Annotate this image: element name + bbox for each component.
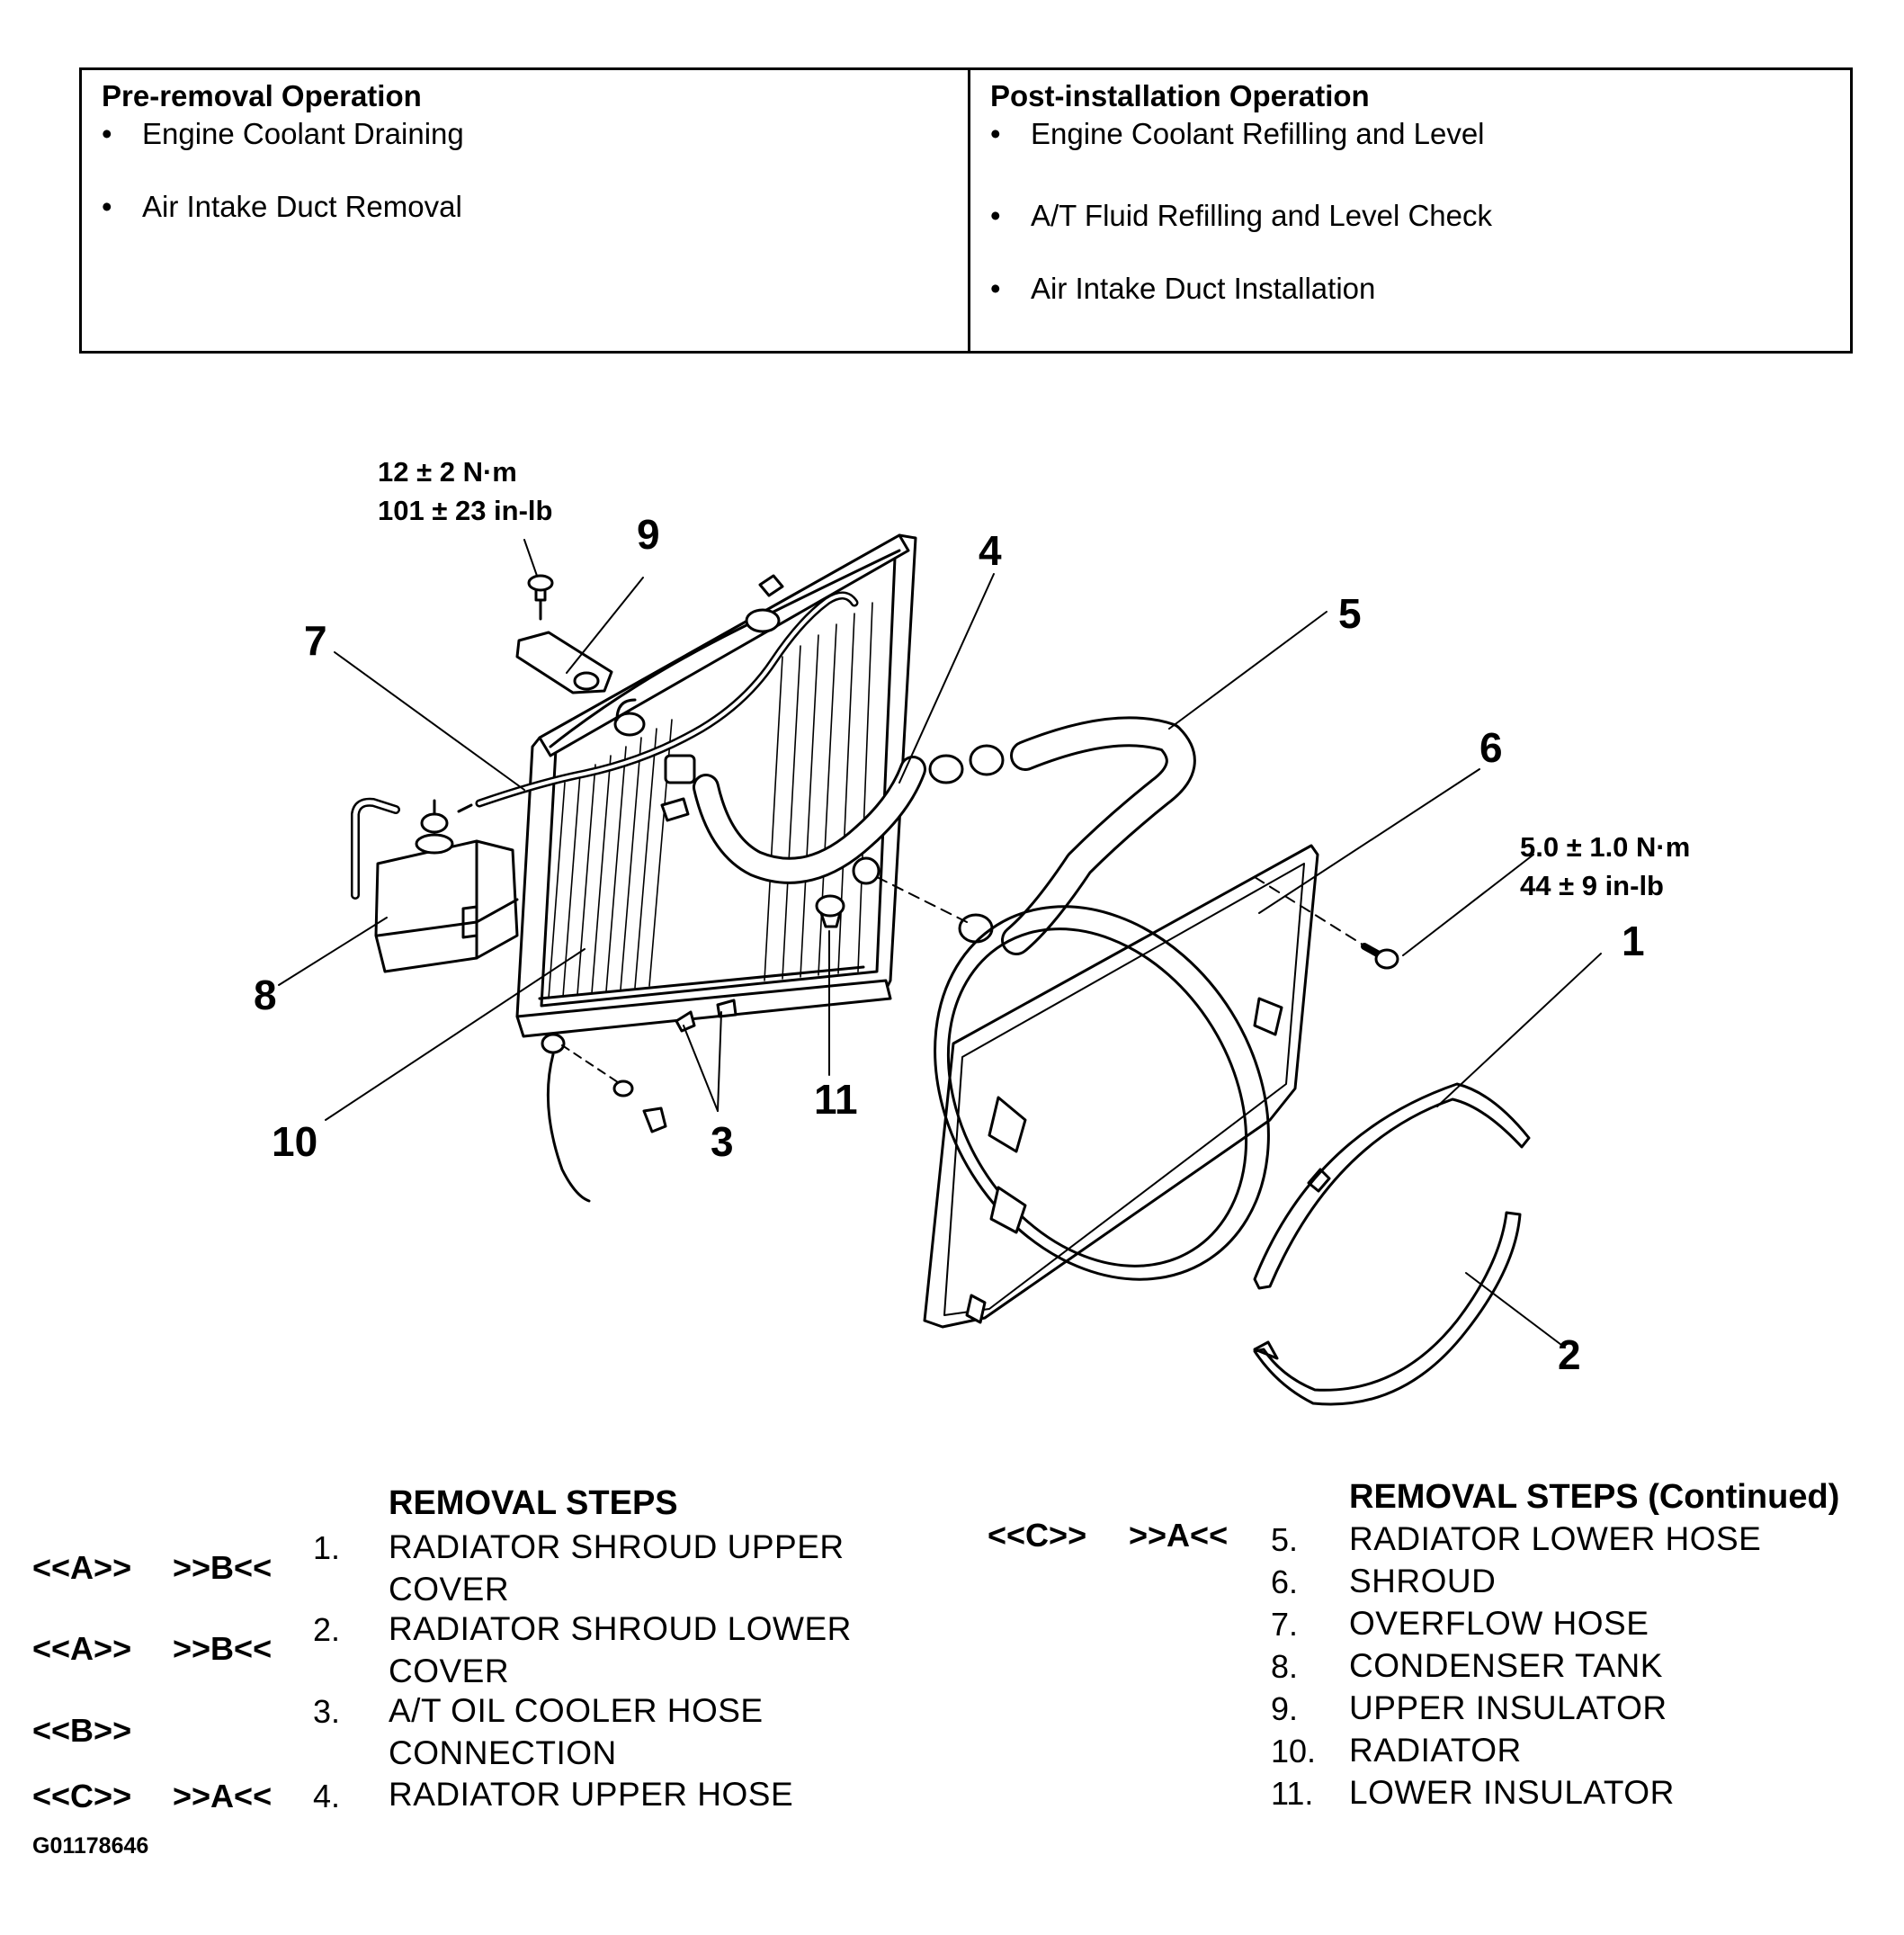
bullet-icon: • [990, 117, 1001, 150]
step-number: 3. [313, 1693, 341, 1730]
step-number: 6. [1271, 1563, 1299, 1600]
figure-id: G01178646 [32, 1833, 149, 1859]
bullet-icon: • [990, 199, 1001, 232]
callout-10: 10 [272, 1118, 317, 1165]
service-code: <<B>> [32, 1712, 132, 1749]
step-number: 10. [1271, 1733, 1317, 1769]
radiator-upper-hose-drawing [664, 754, 964, 884]
condenser-tank-drawing [351, 797, 519, 973]
torque-shroud-metric: 5.0 ± 1.0 N·m [1520, 831, 1690, 863]
step-number: 4. [313, 1778, 341, 1814]
at-cooler-hose-drawing [660, 797, 690, 822]
callout-8: 8 [254, 972, 277, 1018]
step-number: 2. [313, 1611, 341, 1648]
operations-table: Pre-removal Operation •Engine Coolant Dr… [79, 67, 1853, 354]
torque-upper-metric: 12 ± 2 N·m [378, 456, 517, 488]
install-code: >>B<< [173, 1549, 273, 1586]
radiator-lower-hose-drawing [876, 716, 1196, 955]
step-label: RADIATOR LOWER HOSE [1349, 1520, 1762, 1557]
callout-2: 2 [1558, 1331, 1581, 1378]
step-number: 7. [1271, 1606, 1299, 1643]
step-label: UPPER INSULATOR [1349, 1689, 1667, 1726]
bullet-icon: • [102, 117, 112, 150]
step-label: SHROUD [1349, 1563, 1497, 1599]
step-number: 1. [313, 1529, 341, 1566]
service-code: <<A>> [32, 1549, 132, 1586]
shroud-drawing [923, 844, 1399, 1329]
pre-removal-column: Pre-removal Operation •Engine Coolant Dr… [82, 70, 970, 351]
step-label: LOWER INSULATOR [1349, 1774, 1675, 1811]
service-code: <<C>> [988, 1517, 1087, 1554]
bullet-icon: • [990, 272, 1001, 305]
step-label: CONDENSER TANK [1349, 1647, 1663, 1684]
step-label: RADIATOR [1349, 1732, 1522, 1769]
callout-9: 9 [637, 511, 660, 558]
step-number: 8. [1271, 1648, 1299, 1685]
pre-removal-item: •Air Intake Duct Removal [102, 190, 462, 223]
post-installation-item: •Air Intake Duct Installation [990, 272, 1376, 305]
step-number: 9. [1271, 1690, 1299, 1727]
install-code: >>A<< [1129, 1517, 1229, 1554]
service-code: <<A>> [32, 1630, 132, 1667]
install-code: >>A<< [173, 1778, 273, 1814]
lower-insulator-drawing [815, 894, 845, 928]
post-installation-heading: Post-installation Operation [990, 79, 1370, 112]
shroud-lower-cover-drawing [1253, 1211, 1522, 1406]
post-installation-item: •A/T Fluid Refilling and Level Check [990, 199, 1492, 232]
upper-insulator-drawing [515, 574, 613, 694]
pre-removal-item: •Engine Coolant Draining [102, 117, 464, 150]
callout-4: 4 [979, 527, 1002, 574]
removal-steps-continued-title: REMOVAL STEPS (Continued) [1349, 1478, 1840, 1516]
callout-3: 3 [711, 1118, 734, 1165]
post-installation-item: •Engine Coolant Refilling and Level [990, 117, 1485, 150]
torque-upper-imperial: 101 ± 23 in-lb [378, 495, 552, 526]
service-code: <<C>> [32, 1778, 132, 1814]
install-code: >>B<< [173, 1630, 273, 1667]
step-number: 11. [1271, 1775, 1314, 1812]
step-number: 5. [1271, 1521, 1299, 1558]
callout-7: 7 [304, 617, 327, 664]
bullet-icon: • [102, 190, 112, 223]
callout-11: 11 [814, 1076, 858, 1123]
callout-6: 6 [1479, 724, 1503, 771]
callout-1: 1 [1622, 918, 1645, 964]
pre-removal-heading: Pre-removal Operation [102, 79, 422, 112]
torque-shroud-imperial: 44 ± 9 in-lb [1520, 870, 1664, 901]
callout-5: 5 [1338, 590, 1362, 637]
shroud-upper-cover-drawing [1253, 1082, 1531, 1290]
leader-lines [278, 539, 1602, 1348]
removal-steps-title: REMOVAL STEPS [389, 1484, 678, 1522]
step-label: RADIATOR UPPER HOSE [389, 1776, 794, 1813]
step-label: OVERFLOW HOSE [1349, 1605, 1649, 1642]
post-installation-column: Post-installation Operation •Engine Cool… [970, 70, 1850, 351]
